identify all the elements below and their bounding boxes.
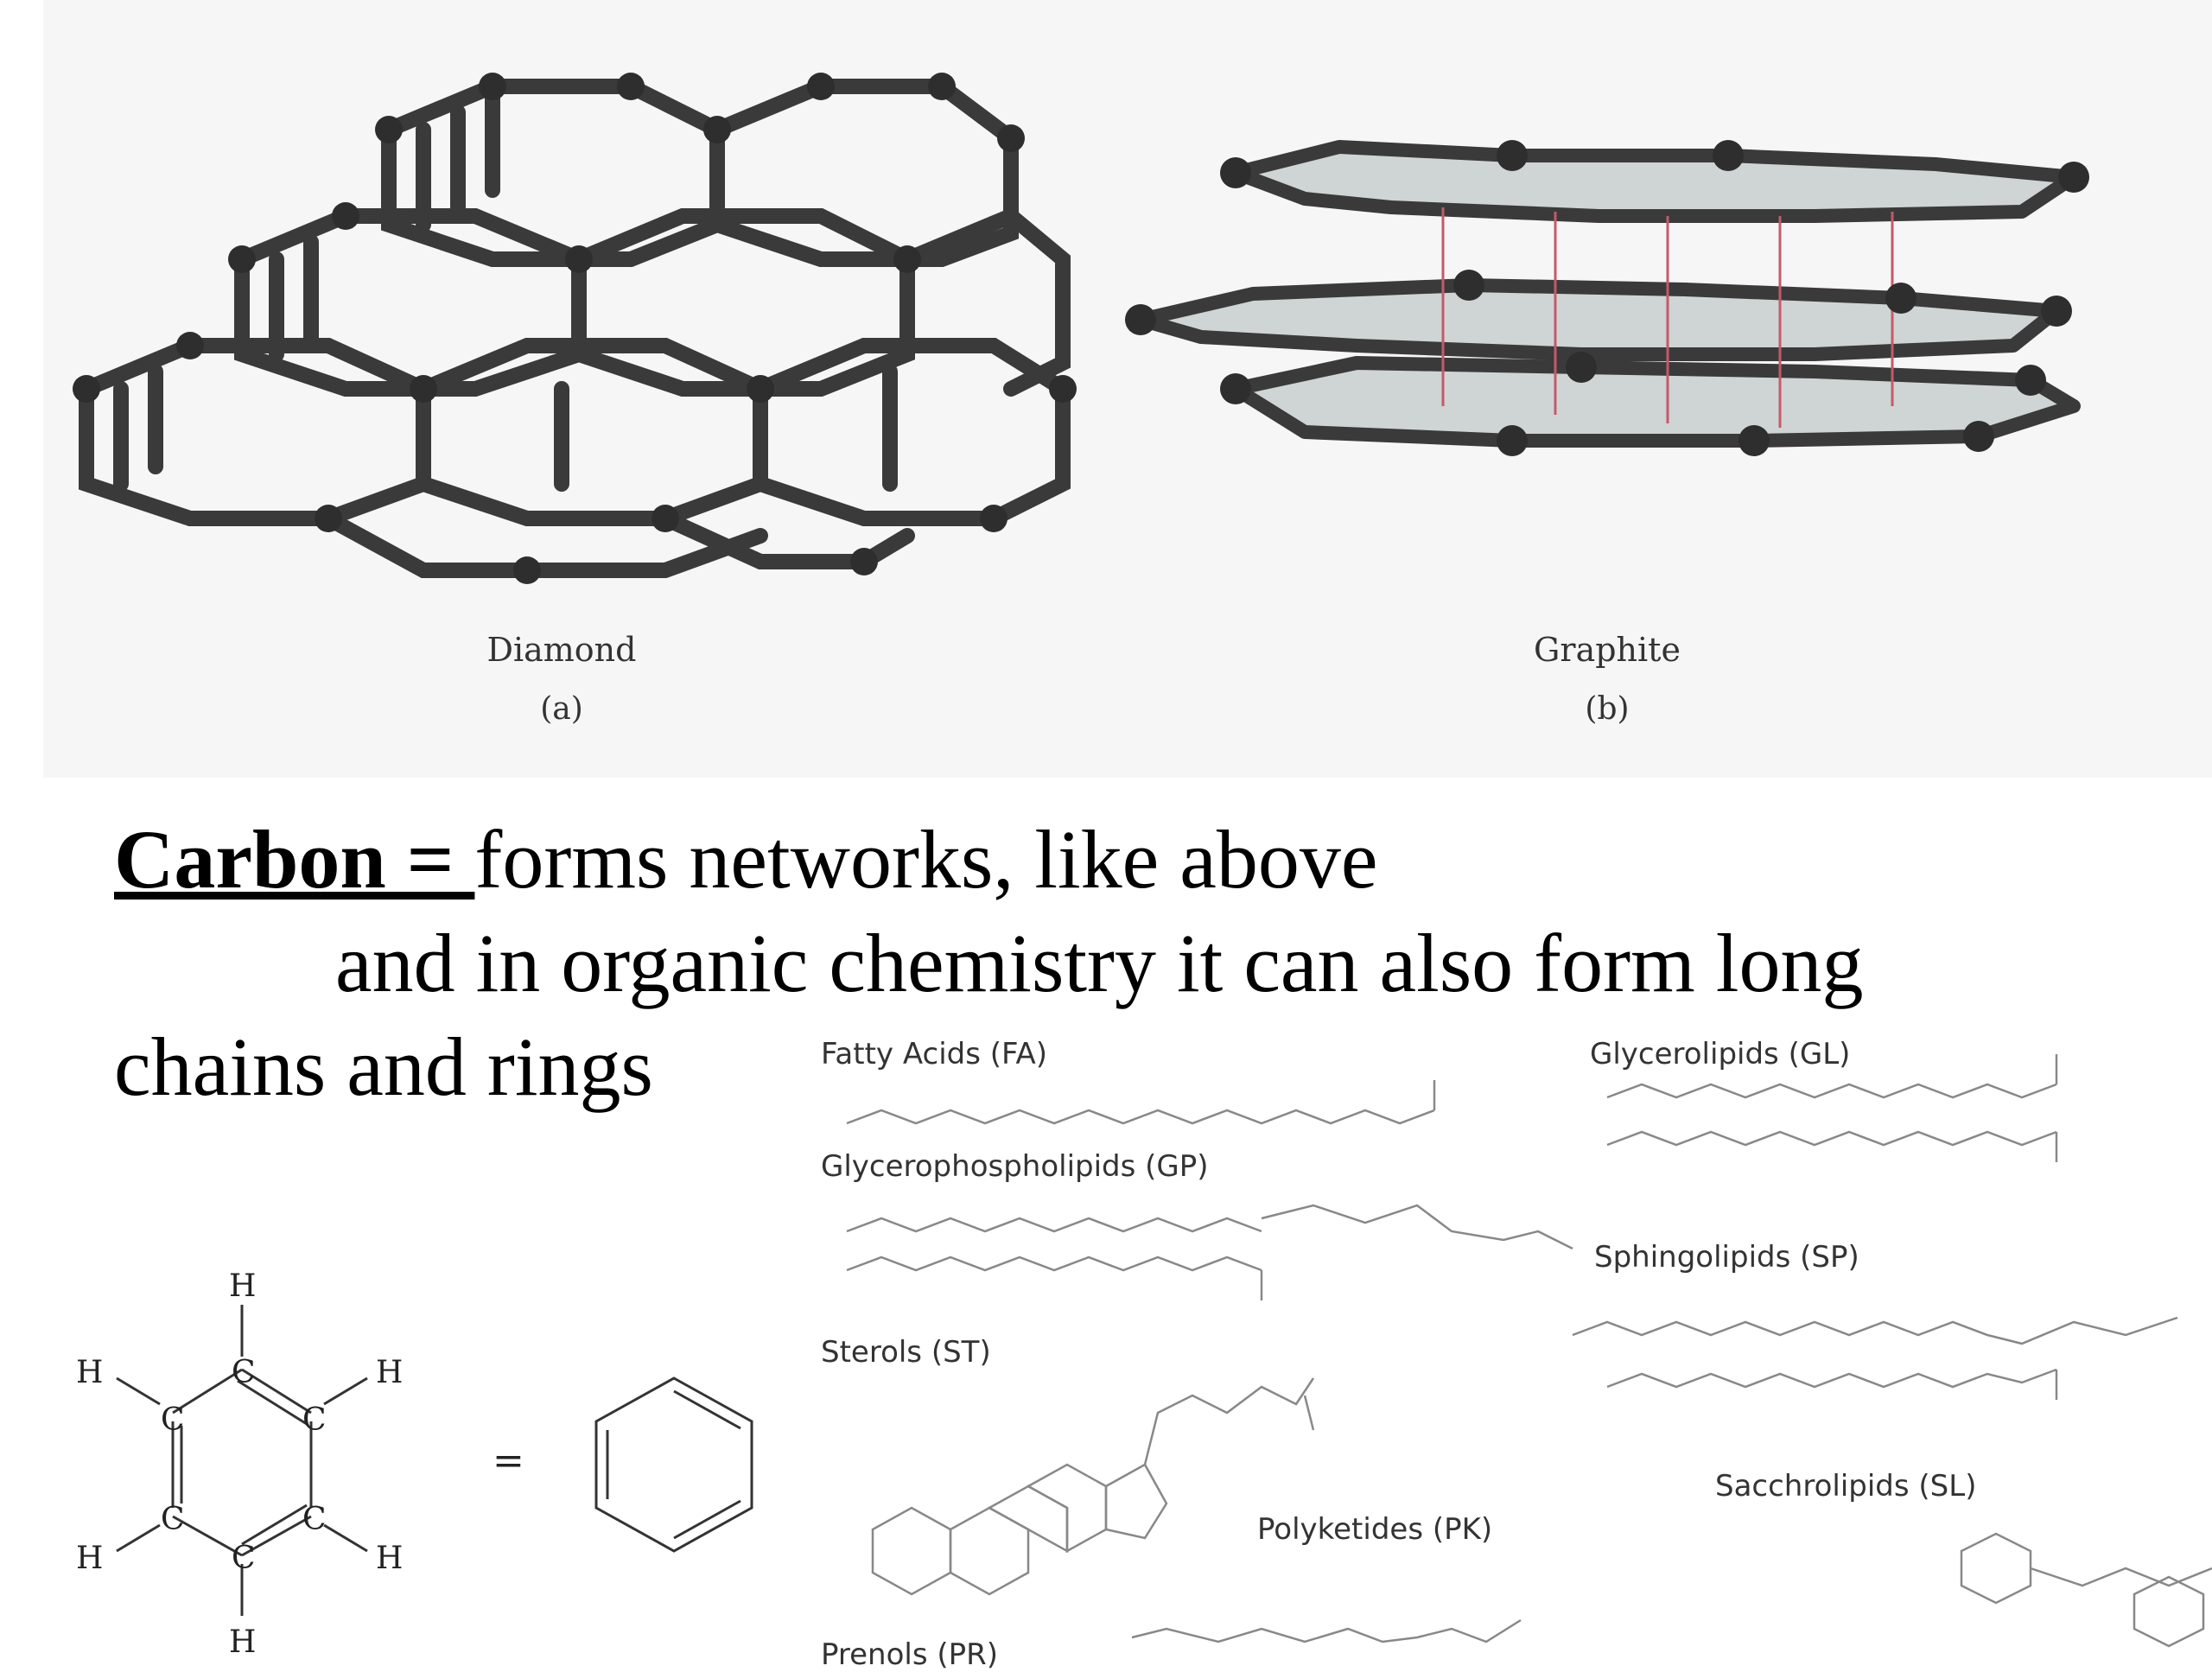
graphite-subcaption: (b) [1585, 691, 1630, 727]
label-prenols: Prenols (PR) [821, 1637, 999, 1672]
atom-c-6: C [232, 1541, 256, 1576]
carbon-allotropes-figure: Diamond (a) Graphite (b) [43, 0, 2212, 778]
label-glycerophospholipids: Glycerophospholipids (GP) [821, 1149, 1209, 1184]
graphite-caption: Graphite [1534, 631, 1681, 669]
atom-c-2: C [161, 1402, 185, 1438]
label-sphingolipids: Sphingolipids (SP) [1594, 1240, 1859, 1275]
benzene-svg: H C H C C H C C H H C H = [76, 1268, 753, 1660]
label-polyketides: Polyketides (PK) [1257, 1512, 1493, 1547]
diamond-subcaption: (a) [540, 691, 583, 727]
diamond-lattice [79, 79, 1071, 578]
carbon-heading: Carbon = [114, 813, 475, 906]
atom-h-bottom: H [229, 1624, 256, 1659]
text-line-1: Carbon = forms networks, like above [114, 812, 1378, 907]
atom-h-right-bottom: H [376, 1541, 403, 1576]
atom-h-top: H [229, 1268, 256, 1304]
benzene-structure: H C H C C H C C H H C H = [52, 1253, 795, 1660]
label-sterols: Sterols (ST) [821, 1335, 991, 1370]
atom-c-4: C [161, 1502, 185, 1537]
label-glycerolipids: Glycerolipids (GL) [1590, 1037, 1851, 1071]
lipid-classes-figure: Fatty Acids (FA) Glycerolipids (GL) Glyc… [812, 1033, 2212, 1672]
atom-h-right-top: H [376, 1355, 403, 1390]
label-sacchrolipids: Sacchrolipids (SL) [1715, 1469, 1977, 1504]
atom-h-left-top: H [76, 1355, 103, 1390]
line1-rest: forms networks, like above [474, 813, 1378, 906]
text-line-2: and in organic chemistry it can also for… [335, 917, 1864, 1009]
atom-c-5: C [302, 1502, 327, 1537]
diamond-atoms [73, 73, 1077, 584]
lattice-drawings [73, 73, 2089, 584]
graphite-lattice [1125, 140, 2089, 456]
atom-h-left-bottom: H [76, 1541, 103, 1576]
text-line-3: chains and rings [114, 1020, 653, 1113]
equals-sign: = [493, 1439, 524, 1483]
lipid-structures [846, 1054, 2212, 1648]
label-fatty-acids: Fatty Acids (FA) [821, 1037, 1047, 1071]
atom-c-3: C [302, 1402, 327, 1438]
atom-c-1: C [232, 1355, 256, 1390]
diamond-caption: Diamond [486, 631, 637, 669]
